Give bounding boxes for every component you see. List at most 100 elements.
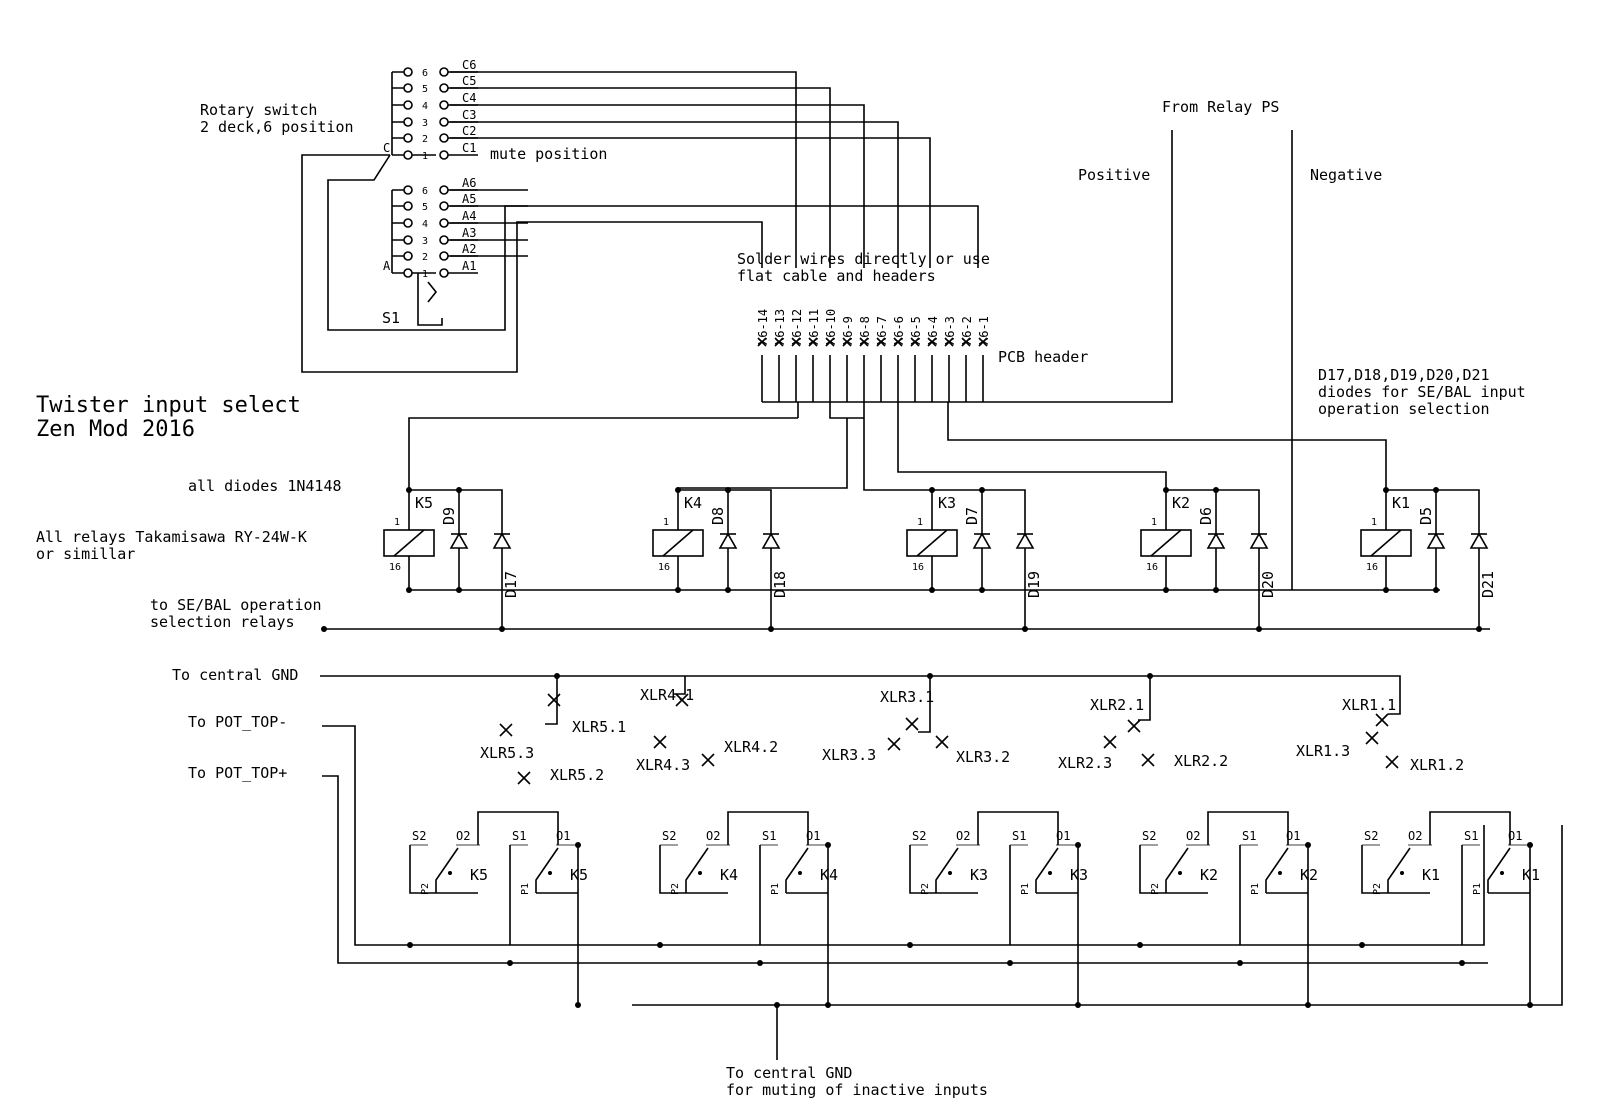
contact-relay: K2 bbox=[1200, 866, 1218, 884]
contact-arm bbox=[1265, 847, 1289, 893]
xlr-mark bbox=[517, 771, 531, 785]
junction bbox=[575, 842, 581, 848]
fw-diode-label: D8 bbox=[709, 507, 727, 525]
contact-p: P1 bbox=[520, 883, 531, 895]
contact-dot bbox=[439, 235, 449, 245]
junction bbox=[1147, 673, 1153, 679]
contact-pivot bbox=[1048, 871, 1052, 875]
contact-s: S2 bbox=[1142, 829, 1156, 843]
junction bbox=[1476, 626, 1482, 632]
position-number: 6 bbox=[422, 68, 428, 79]
contact-dot bbox=[439, 150, 449, 160]
junction bbox=[1527, 842, 1533, 848]
se-bal-note-1: to SE/BAL operation bbox=[150, 596, 322, 614]
contact-relay: K4 bbox=[820, 866, 838, 884]
diode-symbol bbox=[761, 532, 781, 549]
coil-pin: 16 bbox=[912, 562, 924, 573]
xlr-xlr1-2: XLR1.2 bbox=[1410, 756, 1464, 774]
contact-o: O2 bbox=[1186, 829, 1200, 843]
diode-symbol bbox=[1249, 532, 1269, 549]
fw-diode-label: D5 bbox=[1417, 507, 1435, 525]
junction bbox=[1237, 960, 1243, 966]
diode-note-1: D17,D18,D19,D20,D21 bbox=[1318, 366, 1490, 384]
pin-mark bbox=[910, 337, 920, 347]
contact-s: S2 bbox=[912, 829, 926, 843]
coil-pin: 1 bbox=[663, 517, 669, 528]
contact-o: O2 bbox=[1408, 829, 1422, 843]
contact-pivot bbox=[798, 871, 802, 875]
switch-label-2: 2 deck,6 position bbox=[200, 118, 354, 136]
xlr-mark bbox=[905, 717, 919, 731]
pin-mark bbox=[876, 337, 886, 347]
contact-pivot bbox=[698, 871, 702, 875]
contact-dot bbox=[439, 185, 449, 195]
contact-p: P1 bbox=[770, 883, 781, 895]
xlr-mark bbox=[1365, 731, 1379, 745]
a-deck-wires bbox=[448, 189, 528, 274]
contact-p: P1 bbox=[1020, 883, 1031, 895]
diode-symbol bbox=[1426, 532, 1446, 549]
coil-slash bbox=[662, 529, 694, 557]
header-note-2: flat cable and headers bbox=[737, 267, 936, 285]
coil-wires bbox=[1165, 489, 1260, 590]
contact-dot bbox=[403, 235, 413, 245]
xlr-xlr2-2: XLR2.2 bbox=[1174, 752, 1228, 770]
contact-dot bbox=[439, 83, 449, 93]
contact-dot bbox=[439, 268, 449, 278]
contact-relay: K5 bbox=[570, 866, 588, 884]
coil-pin: 1 bbox=[394, 517, 400, 528]
deck-a-label: A bbox=[383, 259, 391, 273]
position-number: 4 bbox=[422, 219, 428, 230]
title-line-2: Zen Mod 2016 bbox=[36, 417, 195, 442]
contact-pivot bbox=[1178, 871, 1182, 875]
contact-dot bbox=[403, 133, 413, 143]
deck-c-label: C bbox=[383, 141, 390, 155]
contact-arm bbox=[685, 847, 709, 893]
pin-mark bbox=[842, 337, 852, 347]
contact-s: S1 bbox=[1242, 829, 1256, 843]
position-number: 1 bbox=[422, 269, 428, 280]
junction bbox=[757, 960, 763, 966]
fw-diode-label: D7 bbox=[963, 507, 981, 525]
pin-mark bbox=[859, 337, 869, 347]
xlr-xlr3-2: XLR3.2 bbox=[956, 748, 1010, 766]
gnd-drop bbox=[1388, 700, 1401, 715]
xlr-xlr1-1: XLR1.1 bbox=[1342, 696, 1396, 714]
xlr-mark bbox=[1141, 753, 1155, 767]
junction bbox=[1459, 960, 1465, 966]
junction bbox=[907, 942, 913, 948]
xlr-xlr5-2: XLR5.2 bbox=[550, 766, 604, 784]
gnd-drop bbox=[918, 676, 931, 733]
position-number: 3 bbox=[422, 236, 428, 247]
contact-relay: K4 bbox=[720, 866, 738, 884]
coil-pin: 16 bbox=[389, 562, 401, 573]
coil-wires bbox=[677, 489, 772, 590]
junction bbox=[725, 487, 731, 493]
position-name: C5 bbox=[462, 74, 476, 88]
junction bbox=[979, 587, 985, 593]
pcb-header-label: PCB header bbox=[998, 348, 1088, 366]
contact-arm bbox=[435, 847, 459, 893]
contact-dot bbox=[439, 133, 449, 143]
sel-diode-label: D18 bbox=[771, 571, 789, 598]
pin-label: X6-5 bbox=[909, 316, 923, 345]
positive-label: Positive bbox=[1078, 166, 1150, 184]
junction bbox=[979, 487, 985, 493]
junction bbox=[554, 673, 560, 679]
xlr-mark bbox=[1103, 735, 1117, 749]
contact-o: O1 bbox=[1056, 829, 1070, 843]
coil-pin: 1 bbox=[1371, 517, 1377, 528]
contact-dot bbox=[403, 268, 413, 278]
contact-relay: K3 bbox=[970, 866, 988, 884]
coil-slash bbox=[393, 529, 425, 557]
contact-relay: K3 bbox=[1070, 866, 1088, 884]
xlr-mark bbox=[887, 737, 901, 751]
xlr-xlr5-1: XLR5.1 bbox=[572, 718, 626, 736]
contact-arm bbox=[785, 847, 809, 893]
diode-symbol bbox=[492, 532, 512, 549]
xlr-xlr2-3: XLR2.3 bbox=[1058, 754, 1112, 772]
contact-p: P2 bbox=[920, 883, 931, 895]
